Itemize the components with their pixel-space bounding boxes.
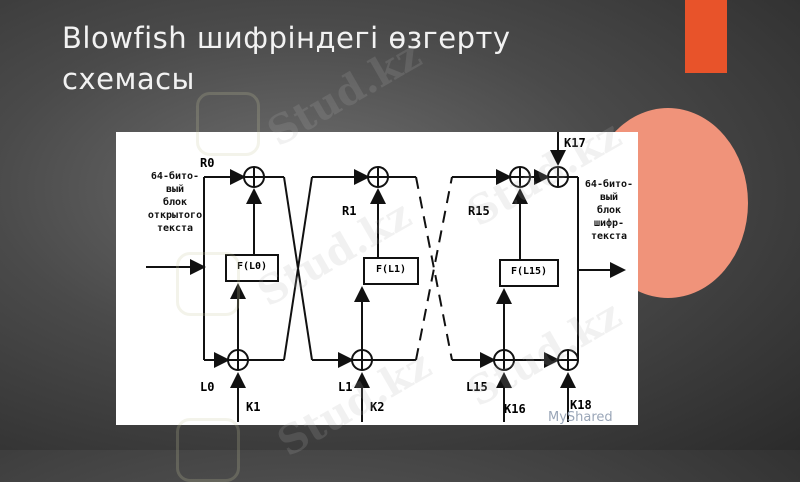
- accent-bar: [685, 0, 727, 73]
- label-r0: R0: [200, 156, 215, 170]
- blowfish-diagram: 64-бито- вый блок открытого текста 64-би…: [116, 132, 638, 425]
- label-l15: L15: [466, 380, 488, 394]
- f-box-3: [499, 259, 559, 287]
- label-r15: R15: [468, 204, 490, 218]
- watermark-logo-3: [176, 418, 240, 482]
- label-l1: L1: [338, 380, 353, 394]
- myshared-brand: MyShared: [548, 410, 613, 425]
- slide-title: Blowfish шифріндегі өзгерту схемасы: [62, 21, 511, 96]
- key-k18: K18: [570, 398, 592, 412]
- key-k2: K2: [370, 400, 385, 414]
- f-box-1-label: F(L0): [236, 261, 268, 272]
- f-box-2-label: F(L1): [375, 264, 407, 275]
- f-box-1: [225, 254, 279, 282]
- label-r1: R1: [342, 204, 357, 218]
- key-k17: K17: [564, 136, 586, 150]
- diagram-canvas: [146, 132, 626, 422]
- key-k1: K1: [246, 400, 261, 414]
- output-label: 64-бито- вый блок шифр- текста: [584, 179, 634, 242]
- key-k16: K16: [504, 402, 526, 416]
- input-label: 64-бито- вый блок открытого текста: [147, 171, 203, 234]
- f-box-3-label: F(L15): [510, 266, 548, 277]
- label-l0: L0: [200, 380, 215, 394]
- f-box-2: [363, 257, 419, 285]
